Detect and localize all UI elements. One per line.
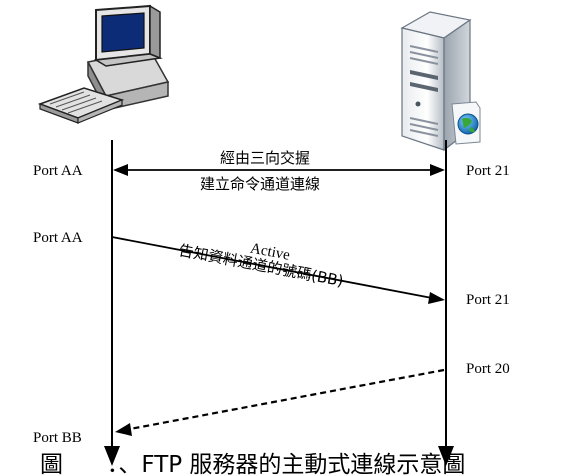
- active-arrow: [111, 236, 445, 304]
- handshake-text-line2: 建立命令通道連線: [200, 175, 320, 193]
- data-channel-arrow: [115, 368, 445, 436]
- client-port-label-1: Port AA: [33, 163, 83, 179]
- server-lifeline-arrowhead: [438, 446, 454, 466]
- server-port-label-3: Port 20: [466, 361, 510, 377]
- client-port-label-2: Port AA: [33, 230, 83, 246]
- desktop-computer-icon: [37, 4, 170, 124]
- server-port-label-1: Port 21: [466, 163, 510, 179]
- client-port-label-3: Port BB: [33, 430, 82, 446]
- handshake-text-line1: 經由三向交握: [220, 149, 310, 167]
- server-port-label-2: Port 21: [466, 292, 510, 308]
- client-lifeline-arrowhead: [104, 446, 120, 466]
- server-tower-icon: [400, 11, 481, 152]
- figure-caption: 圖 ．、FTP 服務器的主動式連線示意圖: [40, 452, 465, 475]
- active-label: Active: [249, 241, 292, 264]
- handshake-arrow: [113, 164, 445, 176]
